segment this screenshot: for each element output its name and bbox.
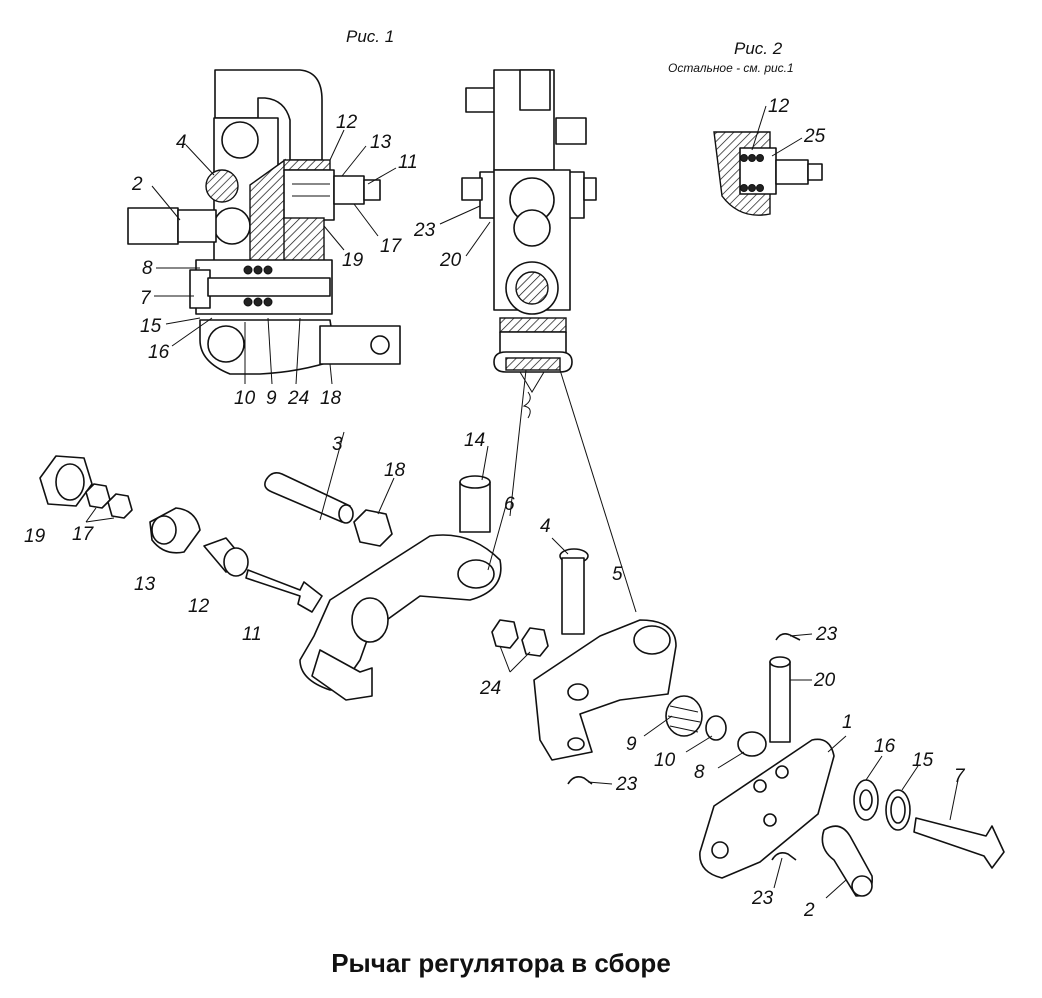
callout-label: 1 <box>842 712 853 733</box>
callout-label: 24 <box>479 678 501 699</box>
callout-label: 4 <box>540 516 551 537</box>
callout-label: 4 <box>176 132 187 153</box>
callout-label: 14 <box>464 430 485 451</box>
callout-label: 7 <box>954 766 966 787</box>
callout-label: 13 <box>134 574 156 595</box>
callout-label: 23 <box>751 888 774 909</box>
callout-label: 15 <box>140 316 162 337</box>
callout-label: 18 <box>384 460 406 481</box>
callout-label: 15 <box>912 750 934 771</box>
callout-label: 3 <box>332 434 343 455</box>
callout-label: 10 <box>234 388 256 409</box>
callout-label: 12 <box>768 96 790 117</box>
figure-2-subcaption: Остальное - см. рис.1 <box>668 61 794 75</box>
callout-label: 25 <box>803 126 826 147</box>
callout-label: 19 <box>342 250 364 271</box>
figure-2-detail-view <box>713 131 823 216</box>
callout-label: 19 <box>24 526 46 547</box>
callout-label: 13 <box>370 132 392 153</box>
callout-label: 20 <box>813 670 836 691</box>
callout-label: 24 <box>287 388 309 409</box>
figure-1-section-view <box>127 69 401 375</box>
leader-lines <box>85 105 959 899</box>
center-assembled-view <box>461 69 597 419</box>
figure-1-caption: Рис. 1 <box>346 27 394 46</box>
callout-label: 5 <box>612 564 623 585</box>
callout-label: 16 <box>874 736 896 757</box>
figure-2-caption: Рис. 2 <box>734 39 783 58</box>
callout-label: 23 <box>413 220 436 241</box>
diagram-title: Рычаг регулятора в сборе <box>331 948 671 978</box>
callout-label: 17 <box>72 524 95 545</box>
callout-label: 7 <box>140 288 152 309</box>
callout-label: 2 <box>131 174 143 195</box>
callout-label: 17 <box>380 236 403 257</box>
exploded-parts <box>39 455 1005 897</box>
callout-label: 18 <box>320 388 342 409</box>
callout-label: 6 <box>504 494 515 515</box>
callout-label: 10 <box>654 750 676 771</box>
callout-label: 2 <box>803 900 815 921</box>
callout-label: 20 <box>439 250 462 271</box>
callout-label: 9 <box>626 734 637 755</box>
callout-label: 23 <box>815 624 838 645</box>
callout-label: 12 <box>336 112 358 133</box>
callout-label: 9 <box>266 388 277 409</box>
callout-label: 8 <box>142 258 153 279</box>
callout-label: 16 <box>148 342 170 363</box>
callout-label: 12 <box>188 596 210 617</box>
callout-label: 11 <box>398 152 418 173</box>
callout-label: 11 <box>242 624 262 645</box>
callout-label: 8 <box>694 762 705 783</box>
callout-label: 23 <box>615 774 638 795</box>
